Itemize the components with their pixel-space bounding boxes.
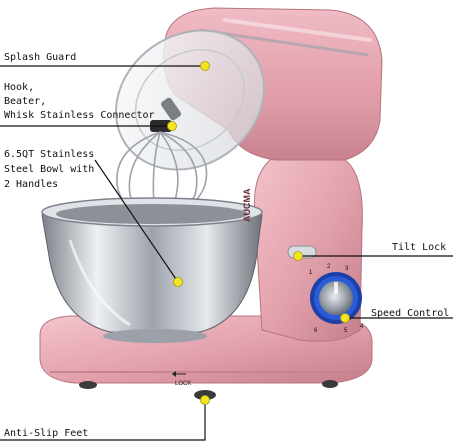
label-attachments-1: Hook,: [4, 82, 35, 93]
dial-number: 1: [309, 270, 313, 276]
lock-marking: LOCK: [175, 381, 191, 387]
label-attachments-3: Whisk Stainless Connector: [4, 110, 155, 121]
label-tilt-lock: Tilt Lock: [392, 242, 447, 253]
speed-dial-knob: [319, 281, 353, 315]
dial-number: 2: [327, 264, 331, 270]
label-speed-control: Speed Control: [371, 308, 450, 319]
callout-lines: [0, 65, 453, 441]
brand-logo: AUCMA: [242, 188, 252, 222]
dial-number: 4: [360, 324, 364, 330]
dial-number: 6: [314, 328, 318, 334]
callout-markers: [167, 61, 350, 405]
label-bowl-2: Steel Bowl with: [4, 164, 95, 175]
dial-number: 5: [344, 328, 348, 334]
foot-right: [194, 390, 216, 400]
label-bowl-1: 6.5QT Stainless: [4, 149, 95, 160]
label-anti-slip-feet: Anti-Slip Feet: [4, 428, 89, 439]
dial-numbers: 1 2 3 4 5 6: [309, 264, 364, 334]
label-bowl-3: 2 Handles: [4, 179, 59, 190]
dial-number: 3: [345, 266, 349, 272]
foot-left: [79, 381, 97, 389]
label-attachments-2: Beater,: [4, 96, 47, 107]
whisk-connector: [160, 97, 182, 121]
label-splash-guard: Splash Guard: [4, 52, 77, 63]
